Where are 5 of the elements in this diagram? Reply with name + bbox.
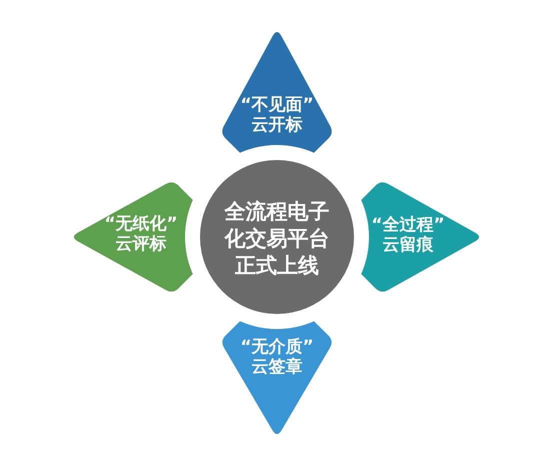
petal-label: “不见面”云开标 bbox=[240, 95, 314, 135]
petal-label: “无介质”云签章 bbox=[240, 337, 314, 377]
petal-label: “全过程”云留痕 bbox=[370, 215, 446, 255]
petal-label: “无纸化”云评标 bbox=[104, 214, 178, 254]
hub-title: 全流程电子化交易平台正式上线 bbox=[223, 198, 330, 280]
